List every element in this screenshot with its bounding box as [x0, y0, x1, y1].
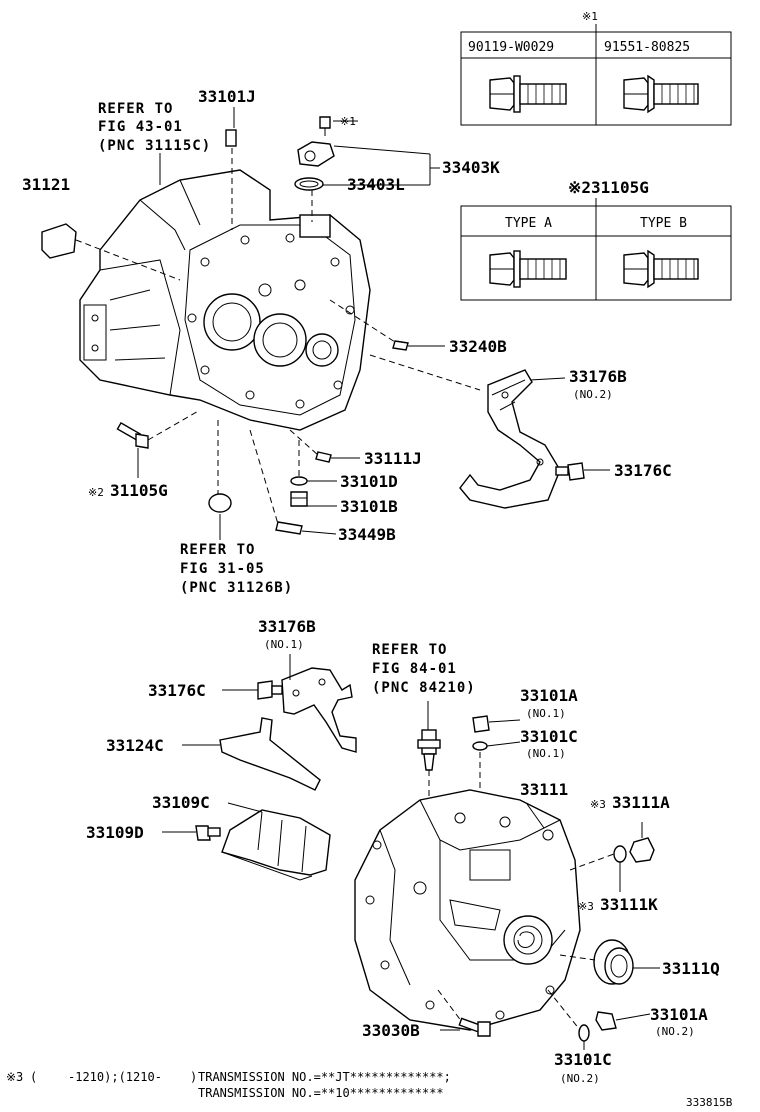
ref84-line1: REFER TO: [372, 642, 447, 658]
plug-and-gasket: [290, 476, 308, 507]
transmission-case: [354, 789, 581, 1031]
ref43-line2: FIG 43-01: [98, 119, 183, 135]
table2-title: ※231105G: [568, 178, 649, 197]
label-33176B-no2-sub: (NO.2): [573, 388, 613, 401]
label-33101A-no2-sub: (NO.2): [655, 1025, 695, 1038]
label-33101C-no1: 33101C: [520, 727, 578, 746]
table1-mark: ※1: [582, 10, 598, 23]
callout-labels: 33101J 31121 33403K 33403L 33240B 33176B…: [22, 87, 720, 1085]
label-33176B-no2: 33176B: [569, 367, 627, 386]
ref31-line1: REFER TO: [180, 542, 255, 558]
flange-bolt-icon: [623, 74, 699, 114]
footnote-open-paren: (: [30, 1070, 37, 1084]
footnote-line2: TRANSMISSION NO.=**10*************: [198, 1086, 444, 1100]
label-33109C: 33109C: [152, 793, 210, 812]
ref31-line3: (PNC 31126B): [180, 580, 293, 596]
footnote-mark: ※3: [6, 1070, 23, 1084]
gasket-bottom: [578, 1024, 590, 1042]
speed-sensor: [417, 729, 441, 771]
label-33176B-no1-sub: (NO.1): [264, 638, 304, 651]
bolt-table-1: ※1 90119-W0029 91551-80825: [460, 10, 732, 126]
ref43-line3: (PNC 31115C): [98, 138, 211, 154]
heat-shield: [221, 809, 331, 881]
bearing-bore-3: [305, 333, 339, 367]
bracket-bolt-top: [555, 462, 585, 481]
label-33111: 33111: [520, 780, 568, 799]
label-33449B: 33449B: [338, 525, 396, 544]
footnote: ※3 ( -1210);(1210- ) TRANSMISSION NO.=**…: [6, 1070, 451, 1100]
bore-plug: [208, 493, 232, 513]
dowel-pin-2: [315, 451, 332, 463]
label-31105G: 31105G: [110, 481, 168, 500]
cover-plate: [219, 717, 321, 791]
ref43-line1: REFER TO: [98, 101, 173, 117]
refer-notes: REFER TO FIG 43-01 (PNC 31115C) REFER TO…: [98, 101, 476, 696]
label-31105G-mark: ※2: [88, 486, 104, 499]
footnote-line1: TRANSMISSION NO.=**JT*************;: [198, 1070, 451, 1084]
label-33403L: 33403L: [347, 175, 405, 194]
label-33101J: 33101J: [198, 87, 256, 106]
label-33109D: 33109D: [86, 823, 144, 842]
table2-col1-header: TYPE A: [505, 216, 552, 231]
ref31-line2: FIG 31-05: [180, 561, 265, 577]
gasket-33111K: [613, 845, 627, 863]
diagram-id: 333815B: [686, 1096, 733, 1109]
breather-plug: [225, 129, 237, 147]
bolt-washer-icon: [489, 75, 567, 113]
label-33111A-mark: ※3: [590, 798, 606, 811]
label-33101C-no2-sub: (NO.2): [560, 1072, 600, 1085]
label-33111A: 33111A: [612, 793, 670, 812]
label-33101A-no1: 33101A: [520, 686, 578, 705]
label-33111K: 33111K: [600, 895, 658, 914]
table1-col2-header: 91551-80825: [604, 40, 690, 55]
shield-bolt: [195, 825, 221, 841]
ref84-line3: (PNC 84210): [372, 680, 476, 696]
bolt-type-b-icon: [623, 249, 699, 289]
housing-bolt-left: [116, 421, 149, 449]
case-bolt: [458, 1017, 491, 1037]
label-33176C-top: 33176C: [614, 461, 672, 480]
oil-seal: [593, 939, 634, 985]
label-33240B: 33240B: [449, 337, 507, 356]
label-33124C: 33124C: [106, 736, 164, 755]
label-33101C-no1-sub: (NO.1): [526, 747, 566, 760]
ref84-line2: FIG 84-01: [372, 661, 457, 677]
bearing-bore-1: [203, 293, 261, 351]
dowel-pin-1: [392, 340, 409, 351]
label-33101A-no1-sub: (NO.1): [526, 707, 566, 720]
wire-bracket-no2: [459, 369, 561, 509]
label-33101A-no2: 33101A: [650, 1005, 708, 1024]
label-33030B: 33030B: [362, 1021, 420, 1040]
label-33101B: 33101B: [340, 497, 398, 516]
bearing-bore-2: [253, 313, 307, 367]
magnet-part: [41, 223, 77, 259]
wire-bracket-no1: [281, 667, 357, 753]
drain-plug-top: [472, 715, 490, 733]
seal-part: [275, 521, 303, 535]
bolt-type-a-icon: [489, 250, 567, 288]
speedometer-bracket: [294, 116, 358, 222]
drain-plug-bottom: [595, 1011, 617, 1031]
label-33111K-mark: ※3: [578, 900, 594, 913]
label-33111Q: 33111Q: [662, 959, 720, 978]
label-33101C-no2: 33101C: [554, 1050, 612, 1069]
label-bolt-mark1: ※1: [340, 115, 356, 128]
label-33403K: 33403K: [442, 158, 500, 177]
table2-col2-header: TYPE B: [640, 216, 687, 231]
label-33176B-no1: 33176B: [258, 617, 316, 636]
table1-col1-header: 90119-W0029: [468, 40, 554, 55]
label-33101D: 33101D: [340, 472, 398, 491]
transaxle-housing: [79, 129, 371, 431]
label-33176C-mid: 33176C: [148, 681, 206, 700]
plug-33111A: [629, 837, 655, 863]
label-33111J: 33111J: [364, 449, 422, 468]
footnote-range: -1210);(1210-: [68, 1070, 162, 1084]
bracket-bolt-mid: [257, 680, 283, 700]
bolt-table-2: ※231105G TYPE A TYPE B: [460, 178, 732, 301]
gasket-top: [472, 741, 488, 751]
footnote-close-paren: ): [190, 1070, 197, 1084]
label-31121: 31121: [22, 175, 70, 194]
